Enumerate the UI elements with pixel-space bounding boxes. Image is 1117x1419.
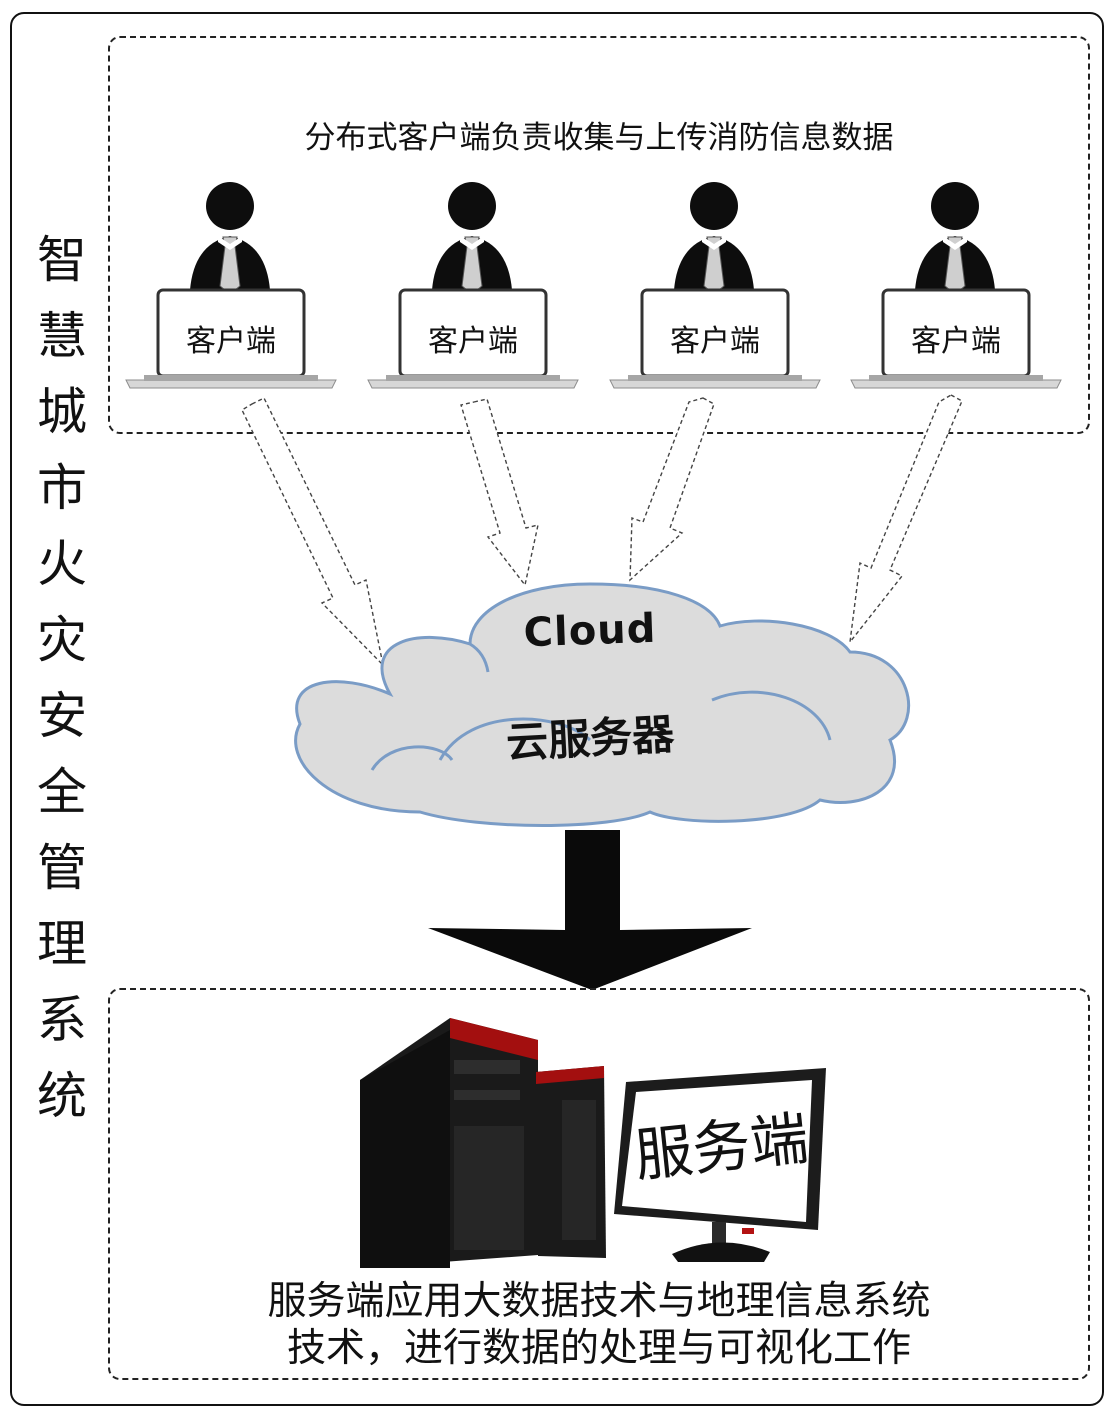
upload-arrow bbox=[848, 394, 963, 645]
cloud-icon bbox=[294, 582, 911, 827]
client-label: 客户端 bbox=[670, 324, 760, 359]
client-node: 客户端 bbox=[366, 182, 580, 392]
upload-arrow bbox=[460, 398, 539, 587]
side-title-char: 城 bbox=[37, 383, 87, 441]
client-label: 客户端 bbox=[911, 324, 1001, 359]
client-node: 客户端 bbox=[124, 182, 338, 392]
upload-arrow bbox=[241, 397, 385, 668]
client-node: 客户端 bbox=[608, 182, 822, 392]
client-label: 客户端 bbox=[186, 324, 276, 359]
cloud-label-en: Cloud bbox=[522, 605, 658, 657]
user-laptop-icon bbox=[125, 182, 337, 389]
side-title-char: 管 bbox=[37, 839, 87, 897]
client-label: 客户端 bbox=[428, 324, 518, 359]
side-title-char: 安 bbox=[37, 687, 87, 745]
workstation-icon bbox=[360, 1018, 826, 1268]
side-title-char: 慧 bbox=[37, 307, 87, 365]
server-section-caption: 服务端应用大数据技术与地理信息系统 技术，进行数据的处理与可视化工作 bbox=[108, 1278, 1090, 1372]
server-caption-line: 服务端应用大数据技术与地理信息系统 bbox=[267, 1279, 931, 1324]
server-caption-line: 技术，进行数据的处理与可视化工作 bbox=[286, 1326, 911, 1371]
client-section-box bbox=[108, 36, 1090, 434]
side-title-char: 火 bbox=[37, 535, 87, 593]
side-title-char: 灾 bbox=[37, 611, 87, 669]
outer-frame bbox=[10, 12, 1104, 1406]
upload-arrow bbox=[629, 397, 715, 582]
side-title-char: 市 bbox=[37, 459, 87, 517]
side-title-char: 智 bbox=[37, 231, 87, 289]
cloud-label-zh: 云服务器 bbox=[504, 709, 676, 768]
side-title: 智 慧 城 市 火 灾 安 全 管 理 系 统 bbox=[34, 222, 90, 1134]
user-laptop-icon bbox=[609, 182, 821, 389]
side-title-char: 理 bbox=[37, 915, 87, 973]
server-section-box bbox=[108, 988, 1090, 1380]
side-title-char: 统 bbox=[37, 1067, 87, 1125]
side-title-char: 系 bbox=[37, 991, 87, 1049]
client-node: 客户端 bbox=[849, 182, 1063, 392]
download-arrow bbox=[428, 830, 752, 990]
client-section-caption: 分布式客户端负责收集与上传消防信息数据 bbox=[304, 120, 894, 156]
user-laptop-icon bbox=[367, 182, 579, 389]
side-title-char: 全 bbox=[37, 763, 87, 821]
user-laptop-icon bbox=[850, 182, 1062, 389]
